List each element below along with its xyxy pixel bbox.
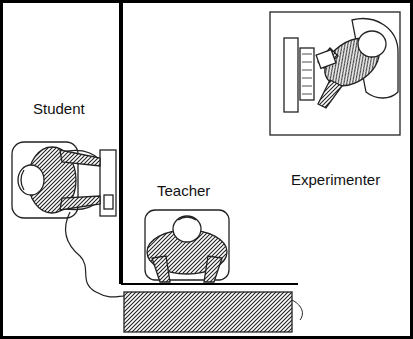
teacher-figure — [145, 210, 229, 282]
student-figure — [12, 142, 116, 218]
electrode-wire — [65, 212, 124, 297]
shock-generator — [124, 292, 292, 332]
figure-label: Student — [33, 101, 85, 118]
figure-label: Experimenter — [291, 172, 380, 189]
wall — [121, 283, 298, 285]
wire — [292, 300, 302, 320]
wall — [119, 3, 123, 284]
experimenter-figure — [270, 12, 400, 135]
figure-label: Teacher — [157, 183, 210, 200]
